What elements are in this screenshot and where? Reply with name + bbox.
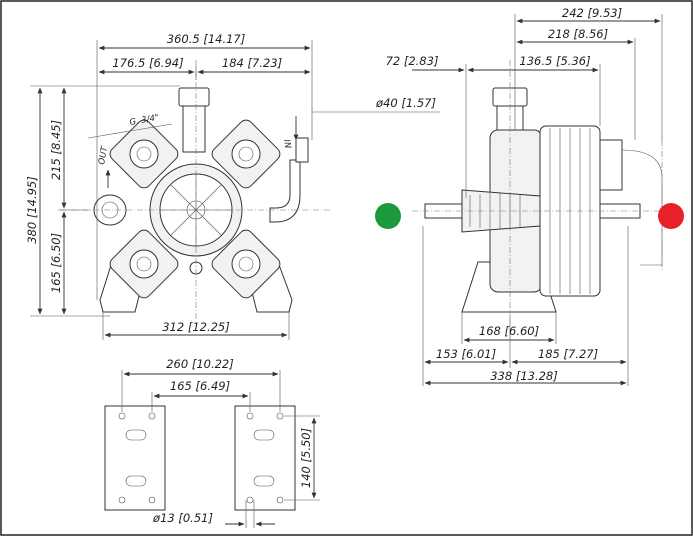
dim-218: 218 [8.56]	[548, 27, 608, 41]
dim-inlet-diameter: ø40 [1.57]	[375, 96, 436, 110]
dim-140: 140 [5.50]	[299, 428, 313, 488]
dim-base-width: 312 [12.25]	[162, 320, 230, 334]
label-out: OUT	[97, 145, 110, 165]
dim-153: 153 [6.01]	[436, 347, 496, 361]
dim-136: 136.5 [5.36]	[519, 54, 590, 68]
dim-left-half: 176.5 [6.94]	[112, 56, 183, 70]
dim-height-upper: 215 [8.45]	[49, 120, 63, 180]
label-in: IN	[281, 139, 292, 150]
dim-hole-diameter: ø13 [0.51]	[152, 511, 213, 525]
dim-165: 165 [6.49]	[170, 379, 230, 393]
dim-overall-width: 360.5 [14.17]	[167, 32, 245, 46]
dim-168: 168 [6.60]	[479, 324, 539, 338]
dim-260: 260 [10.22]	[166, 357, 234, 371]
dim-242: 242 [9.53]	[562, 6, 622, 20]
dim-72: 72 [2.83]	[386, 54, 439, 68]
dim-185: 185 [7.27]	[538, 347, 598, 361]
green-marker[interactable]	[375, 203, 401, 229]
side-view	[412, 60, 670, 316]
front-dimensions	[30, 40, 313, 340]
dim-height-total: 380 [14.95]	[25, 176, 39, 244]
base-view	[104, 370, 320, 528]
dim-right-half: 184 [7.23]	[222, 56, 282, 70]
red-marker[interactable]	[658, 203, 684, 229]
front-view	[60, 60, 440, 320]
side-dimensions	[412, 14, 663, 386]
dim-338: 338 [13.28]	[490, 369, 558, 383]
dim-height-lower: 165 [6.50]	[49, 233, 63, 293]
